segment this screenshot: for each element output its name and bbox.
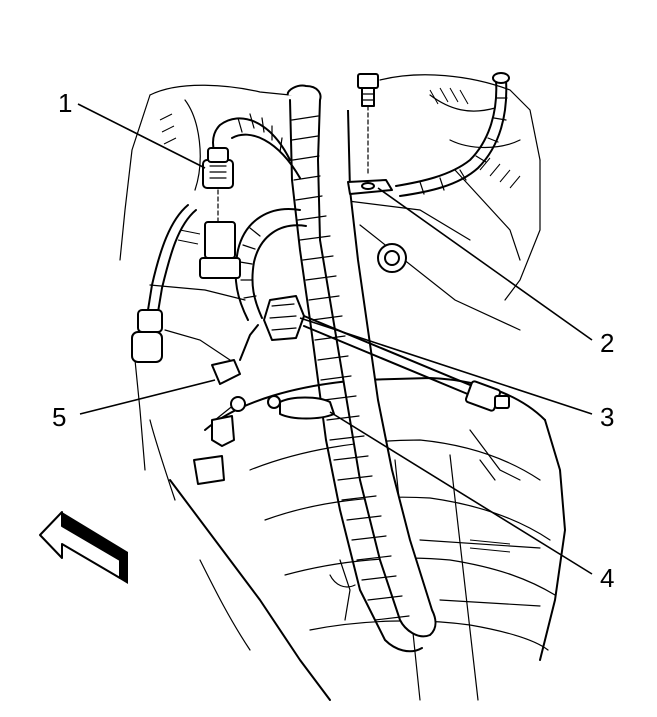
bolt-and-clip-2 bbox=[347, 73, 407, 273]
sensor-3 bbox=[263, 295, 510, 412]
left-tube bbox=[131, 204, 197, 363]
callout-2: 2 bbox=[600, 328, 614, 358]
leader-lines bbox=[77, 103, 593, 575]
harness-clip-4 bbox=[267, 395, 335, 420]
left-branch-harness bbox=[212, 113, 307, 321]
callout-labels: 1 2 3 4 5 bbox=[52, 88, 614, 593]
main-wiring-harness bbox=[286, 84, 437, 653]
bracket-5 bbox=[193, 324, 259, 485]
right-branch-harness bbox=[395, 72, 510, 197]
connector-1 bbox=[199, 147, 241, 279]
callout-1: 1 bbox=[58, 88, 72, 118]
callout-4: 4 bbox=[600, 563, 614, 593]
callout-5: 5 bbox=[52, 402, 66, 432]
front-direction-arrow-icon bbox=[39, 511, 128, 584]
callout-3: 3 bbox=[600, 402, 614, 432]
